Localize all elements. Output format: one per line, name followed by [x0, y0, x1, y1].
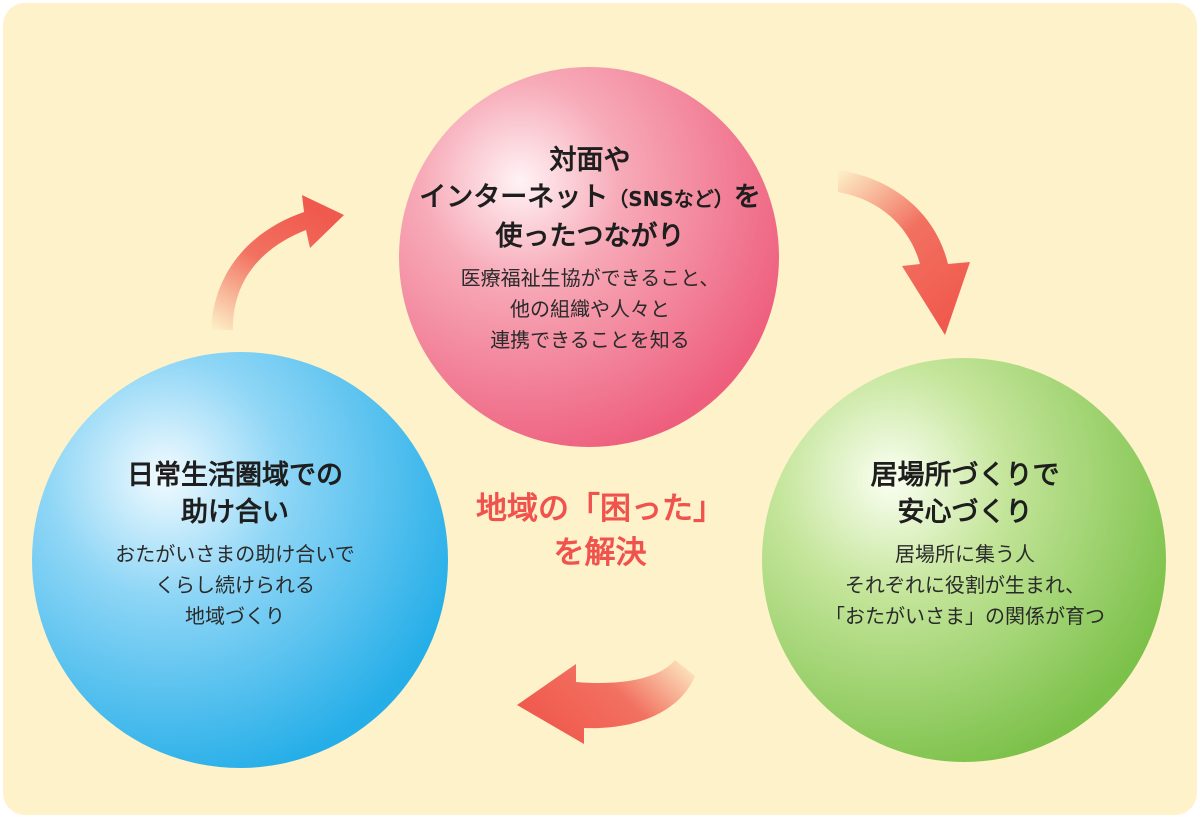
center-label: 地域の「困った」 を解決 [476, 491, 724, 571]
top-node-title-paren: （SNSなど） [608, 187, 734, 211]
right-node: 居場所づくりで 安心づくり 居場所に集う人 それぞれに役割が生まれ、 「おたがい… [770, 457, 1160, 632]
top-node: 対面や インターネット（SNSなど）を 使ったつながり 医療福祉生協ができること… [400, 142, 780, 356]
left-node-title: 日常生活圏域での 助け合い [127, 460, 343, 528]
top-node-body: 医療福祉生協ができること、 他の組織や人々と 連携できることを知る [460, 266, 720, 352]
top-node-title-line2-end: を [733, 182, 761, 213]
right-node-title: 居場所づくりで 安心づくり [870, 460, 1060, 528]
top-node-title-line2: インターネット [419, 182, 609, 213]
left-node: 日常生活圏域での 助け合い おたがいさまの助け合いで くらし続けられる 地域づく… [40, 457, 430, 632]
top-node-title: 対面や インターネット（SNSなど）を 使ったつながり [400, 142, 780, 255]
cycle-arrow-right-to-left [517, 660, 695, 744]
cycle-arrow-top-to-right [838, 170, 970, 335]
right-node-body: 居場所に集う人 それぞれに役割が生まれ、 「おたがいさま」の関係が育つ [825, 542, 1105, 628]
left-node-circle [32, 352, 448, 768]
left-node-body: おたがいさまの助け合いで くらし続けられる 地域づくり [115, 542, 355, 628]
cycle-arrow-left-to-top [211, 195, 344, 330]
top-node-title-line3: 使ったつながり [495, 221, 685, 252]
right-node-circle [762, 358, 1166, 762]
top-node-circle [399, 67, 779, 447]
top-node-title-line1: 対面や [549, 145, 631, 176]
